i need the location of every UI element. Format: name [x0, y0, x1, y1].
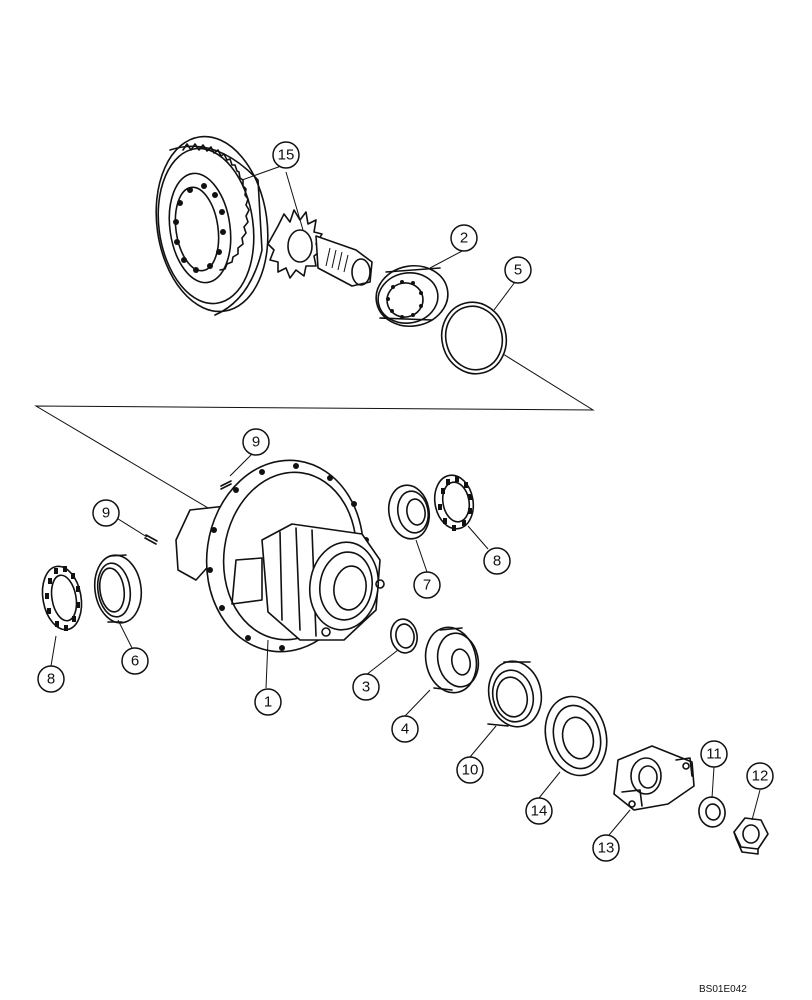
- callout-11: 11: [700, 740, 728, 768]
- callout-13: 13: [592, 834, 620, 862]
- bearing-cone-7: [387, 484, 431, 540]
- nut-12: [733, 817, 769, 855]
- yoke-13: [613, 745, 695, 811]
- callout-12: 12: [746, 762, 774, 790]
- callout-8-left: 8: [37, 665, 65, 693]
- callout-15: 15: [272, 141, 300, 169]
- callout-1: 1: [254, 688, 282, 716]
- callout-3: 3: [352, 673, 380, 701]
- callout-7: 7: [413, 571, 441, 599]
- bearing-cup-10: [487, 660, 543, 728]
- o-ring-5: [440, 301, 508, 375]
- svg-text:12: 12: [752, 768, 769, 785]
- svg-text:1: 1: [264, 694, 272, 711]
- svg-text:15: 15: [278, 147, 295, 164]
- svg-text:8: 8: [493, 553, 501, 570]
- washer-3: [390, 618, 418, 654]
- svg-text:9: 9: [252, 434, 260, 451]
- svg-text:11: 11: [706, 746, 722, 763]
- svg-text:14: 14: [531, 803, 548, 820]
- svg-text:9: 9: [102, 505, 110, 522]
- callout-10: 10: [456, 756, 484, 784]
- callout-6: 6: [121, 647, 149, 675]
- assembly-line: [34, 353, 595, 519]
- svg-text:2: 2: [460, 230, 468, 247]
- svg-text:8: 8: [47, 671, 55, 688]
- leader-lines: [50, 164, 761, 836]
- svg-text:7: 7: [423, 577, 431, 594]
- bearing-4: [424, 626, 480, 694]
- svg-text:5: 5: [514, 262, 522, 279]
- pinion-gear: [267, 209, 373, 287]
- differential-housing: [175, 459, 385, 653]
- callout-2: 2: [450, 224, 478, 252]
- callout-9-left: 9: [92, 499, 120, 527]
- callout-5: 5: [504, 256, 532, 284]
- figure-code: BS01E042: [699, 984, 747, 995]
- pin-9-left: [144, 534, 158, 545]
- callout-14: 14: [525, 797, 553, 825]
- svg-text:13: 13: [598, 840, 615, 857]
- callout-4: 4: [391, 715, 419, 743]
- pin-9-upper: [220, 480, 232, 490]
- svg-text:4: 4: [401, 721, 409, 738]
- bearing-cage-8-right: [433, 474, 475, 531]
- bearing-cup-6: [93, 554, 143, 624]
- svg-text:3: 3: [362, 679, 370, 696]
- svg-text:6: 6: [131, 653, 139, 670]
- callout-8-right: 8: [483, 547, 511, 575]
- callout-9-upper: 9: [242, 428, 270, 456]
- washer-11: [698, 796, 726, 828]
- ring-gear: [155, 135, 269, 316]
- seal-14: [544, 695, 608, 777]
- bearing-2: [375, 265, 449, 327]
- svg-text:10: 10: [462, 762, 479, 779]
- bearing-cage-8-left: [41, 565, 83, 631]
